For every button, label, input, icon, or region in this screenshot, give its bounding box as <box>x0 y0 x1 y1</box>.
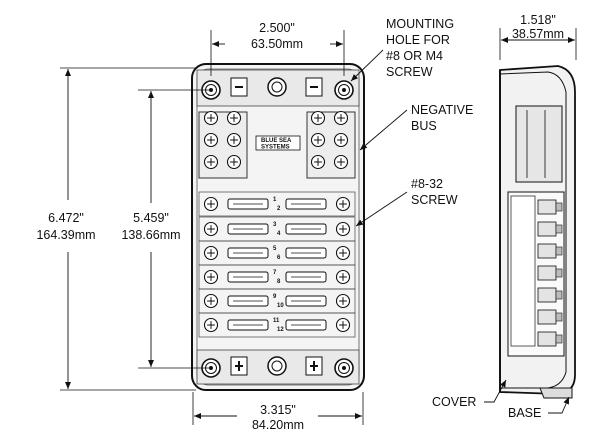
side-cover-outline <box>499 71 567 389</box>
negative-bus-line-2: BUS <box>411 119 437 133</box>
terminal-screw <box>203 196 219 212</box>
fuse-row <box>198 312 356 338</box>
center-hole-bottom <box>267 356 287 376</box>
mounting-hole-line-1: MOUNTING <box>386 17 454 31</box>
callout-cover: COVER <box>432 379 507 409</box>
terminal-screw <box>335 269 351 285</box>
plus-symbol-right <box>305 356 323 376</box>
side-base-foot <box>539 387 573 399</box>
cover-label: COVER <box>432 395 476 409</box>
bus-screw <box>333 132 349 148</box>
fuse-number: 1 <box>273 197 277 203</box>
side-depth-inch: 1.518" <box>520 13 556 27</box>
minus-symbol-left <box>230 77 248 97</box>
mounting-hole-line-3: #8 OR M4 <box>386 49 443 63</box>
dimension-top-width: 2.500" 63.50mm <box>210 21 345 76</box>
logo-line-1: BLUE SEA <box>261 138 292 144</box>
fuse-number: 7 <box>273 270 277 276</box>
base-label: BASE <box>508 406 541 420</box>
side-bus-block <box>515 105 563 183</box>
side-view: 1.518" 38.57mm <box>499 13 577 399</box>
hole-spacing-mm: 138.66mm <box>121 228 180 242</box>
side-terminal-teeth <box>537 199 563 347</box>
center-hole-top <box>267 77 287 97</box>
callout-screw: #8-32 SCREW <box>355 177 458 227</box>
bus-screw <box>226 110 242 126</box>
housing-inner <box>196 68 360 386</box>
terminal-screw <box>203 317 219 333</box>
side-terminal <box>537 221 557 237</box>
fuse-number: 2 <box>277 206 281 212</box>
top-width-mm: 63.50mm <box>251 37 303 51</box>
logo-line-2: SYSTEMS <box>261 145 290 151</box>
terminal-screw <box>203 245 219 261</box>
terminal-screws <box>203 110 349 170</box>
bus-screw <box>333 154 349 170</box>
bus-screw <box>226 154 242 170</box>
bus-screw <box>333 110 349 126</box>
callout-negative-bus: NEGATIVE BUS <box>359 103 473 151</box>
terminal-screw <box>335 196 351 212</box>
mounting-hole <box>334 358 354 378</box>
overall-height-mm: 164.39mm <box>36 228 95 242</box>
bus-screw <box>310 110 326 126</box>
bus-screw <box>310 154 326 170</box>
mounting-hole-line-2: HOLE FOR <box>386 33 450 47</box>
top-width-inch: 2.500" <box>259 21 295 35</box>
fuse-number: 4 <box>277 231 281 237</box>
minus-symbol-right <box>305 77 323 97</box>
side-terminal <box>537 199 557 215</box>
terminal-screw <box>335 221 351 237</box>
terminal-screw <box>335 245 351 261</box>
screw-line-2: SCREW <box>411 193 458 207</box>
terminal-screw <box>335 293 351 309</box>
negative-bus-line-1: NEGATIVE <box>411 103 473 117</box>
bus-screw <box>226 132 242 148</box>
brand-logo: BLUE SEA SYSTEMS <box>255 135 301 151</box>
callout-base: BASE <box>508 396 570 420</box>
terminal-screw <box>203 269 219 285</box>
screw-line-1: #8-32 <box>411 177 443 191</box>
fuse-number: 10 <box>277 303 284 309</box>
fuse-row <box>198 191 356 217</box>
bus-screw <box>203 154 219 170</box>
side-window <box>510 195 536 347</box>
bus-screw <box>203 132 219 148</box>
plus-symbol-left <box>230 356 248 376</box>
side-terminal <box>537 287 557 303</box>
mounting-hole <box>334 80 354 100</box>
fuse-number: 3 <box>273 222 277 228</box>
side-terminal <box>537 243 557 259</box>
fuse-number: 11 <box>273 318 280 324</box>
side-depth-mm: 38.57mm <box>512 27 564 41</box>
callout-mounting-hole: MOUNTING HOLE FOR #8 OR M4 SCREW <box>350 17 454 82</box>
hole-spacing-inch: 5.459" <box>133 211 169 225</box>
side-terminal <box>537 265 557 281</box>
fuse-number: 9 <box>273 294 277 300</box>
overall-height-inch: 6.472" <box>48 211 84 225</box>
terminal-screw <box>335 317 351 333</box>
bus-screw <box>310 132 326 148</box>
dimension-overall-height: 6.472" 164.39mm <box>36 67 196 391</box>
terminal-screw <box>203 221 219 237</box>
terminal-screw <box>203 293 219 309</box>
fuse-number: 5 <box>273 246 277 252</box>
base-width-mm: 84.20mm <box>252 418 304 432</box>
fuse-number: 6 <box>277 255 281 261</box>
base-width-inch: 3.315" <box>260 403 296 417</box>
bus-screw <box>203 110 219 126</box>
mounting-hole-line-4: SCREW <box>386 65 433 79</box>
fuse-number: 12 <box>277 327 284 333</box>
side-terminal <box>537 309 557 325</box>
dimension-hole-spacing: 5.459" 138.66mm <box>121 89 212 369</box>
dimension-base-width: 3.315" 84.20mm <box>192 392 364 432</box>
side-terminal <box>537 331 557 347</box>
fuse-number: 8 <box>277 279 281 285</box>
